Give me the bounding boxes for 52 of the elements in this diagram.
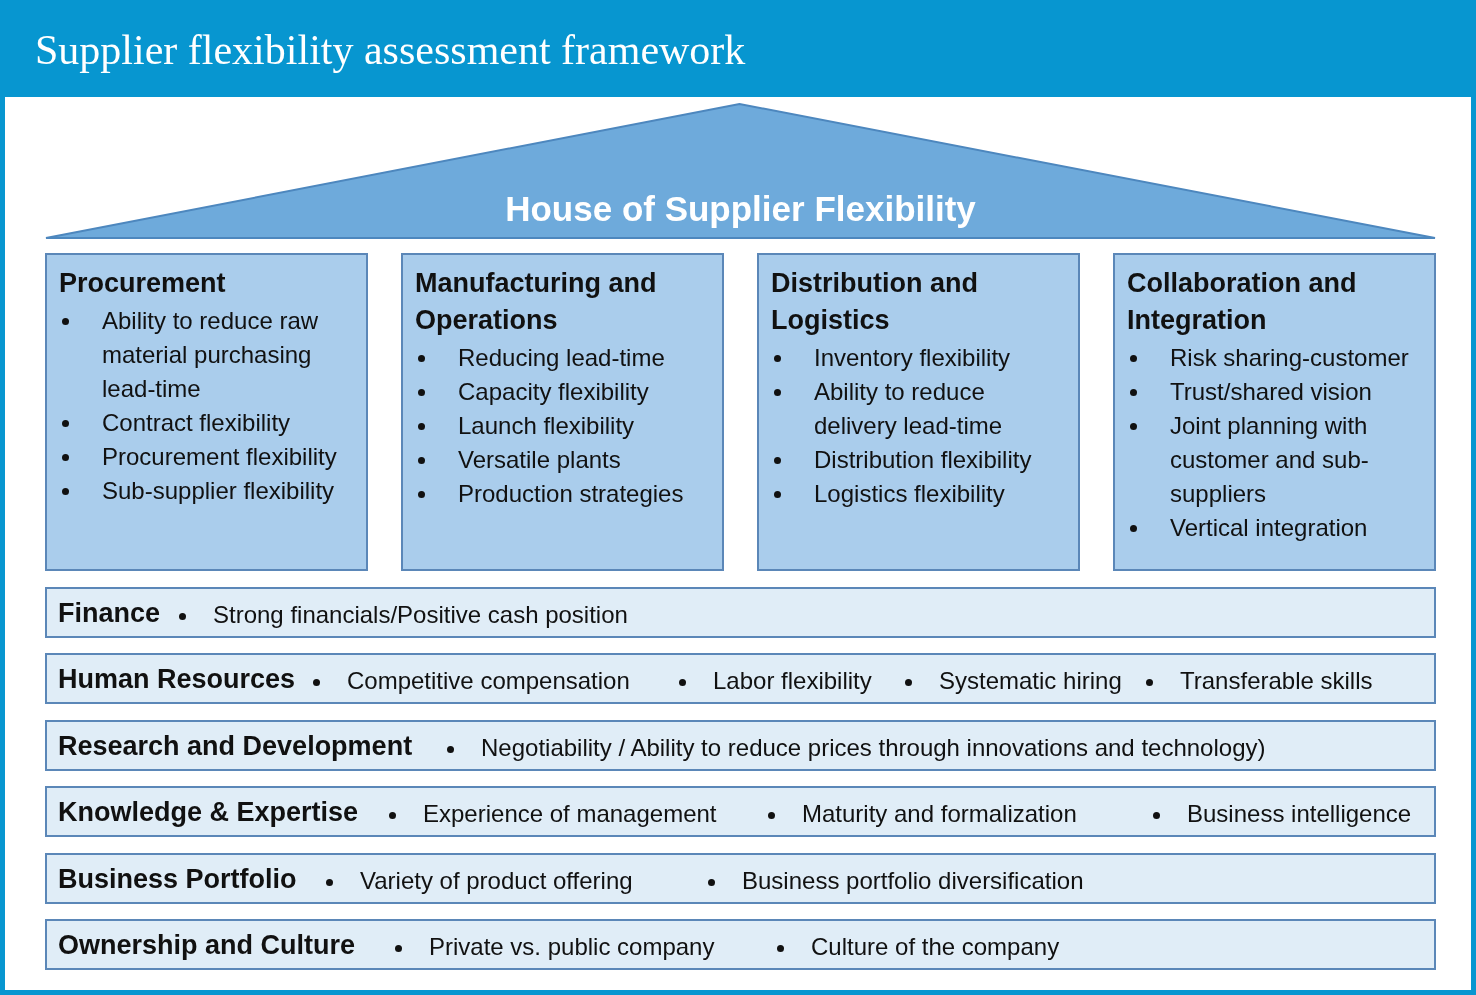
bullet-item: Private vs. public company	[429, 933, 715, 961]
bullet-item: Reducing lead-time	[458, 343, 666, 373]
band-box	[45, 587, 1436, 638]
band-heading: Human Resources	[58, 664, 296, 695]
bullet-item: Culture of the company	[811, 933, 1060, 961]
band-heading: Research and Development	[58, 731, 413, 762]
bullet-item: Sub-supplier flexibility	[102, 476, 336, 506]
bullet-item: Strong financials/Positive cash position	[213, 601, 628, 629]
bullet-item: Procurement flexibility	[102, 442, 338, 472]
pillar-box	[1113, 253, 1436, 571]
bullet-item: Variety of product offering	[360, 867, 633, 895]
band-heading: Knowledge & Expertise	[58, 797, 359, 828]
bullet-item: Transferable skills	[1180, 667, 1373, 695]
bullet-item: Production strategies	[458, 479, 685, 509]
bullet-item: Joint planning with customer and sub-suppliers	[1170, 411, 1370, 509]
bullet-item: Negotiability / Ability to reduce prices through innovations and technology)	[481, 734, 1266, 762]
pillar-heading: Procurement	[59, 267, 227, 300]
bullet-item: Business portfolio diversification	[742, 867, 1084, 895]
band-box	[45, 786, 1436, 837]
bullet-item: Inventory flexibility	[814, 343, 1012, 373]
pillar-heading: Distribution and Logistics	[771, 267, 979, 337]
bullet-item: Competitive compensation	[347, 667, 630, 695]
bullet-item: Business intelligence	[1187, 800, 1412, 828]
pillar-box	[401, 253, 724, 571]
band-box	[45, 653, 1436, 704]
bullet-item: Systematic hiring	[939, 667, 1122, 695]
band-box	[45, 853, 1436, 904]
bullet-item: Contract flexibility	[102, 408, 292, 438]
bullet-item: Risk sharing-customer	[1170, 343, 1410, 373]
bullet-item: Logistics flexibility	[814, 479, 1006, 509]
bullet-item: Ability to reduce delivery lead-time	[814, 377, 1004, 441]
roof-label: House of Supplier Flexibility	[504, 189, 977, 229]
band-heading: Finance	[58, 598, 161, 629]
bullet-item: Experience of management	[423, 800, 717, 828]
bullet-item: Vertical integration	[1170, 513, 1369, 543]
pillar-box	[757, 253, 1080, 571]
band-box	[45, 919, 1436, 970]
bullet-item: Maturity and formalization	[802, 800, 1077, 828]
bullet-item: Ability to reduce raw material purchasing lead-time	[102, 306, 320, 404]
bullet-item: Launch flexibility	[458, 411, 636, 441]
bullet-item: Distribution flexibility	[814, 445, 1033, 475]
bullet-item: Trust/shared vision	[1170, 377, 1373, 407]
pillar-heading: Manufacturing and Operations	[415, 267, 658, 337]
diagram-title: Supplier flexibility assessment framework	[35, 26, 746, 74]
bullet-item: Versatile plants	[458, 445, 622, 475]
band-heading: Business Portfolio	[58, 864, 297, 895]
pillar-box	[45, 253, 368, 571]
pillar-heading: Collaboration and Integration	[1127, 267, 1358, 337]
band-box	[45, 720, 1436, 771]
bullet-item: Labor flexibility	[713, 667, 872, 695]
band-heading: Ownership and Culture	[58, 930, 356, 961]
bullet-item: Capacity flexibility	[458, 377, 650, 407]
